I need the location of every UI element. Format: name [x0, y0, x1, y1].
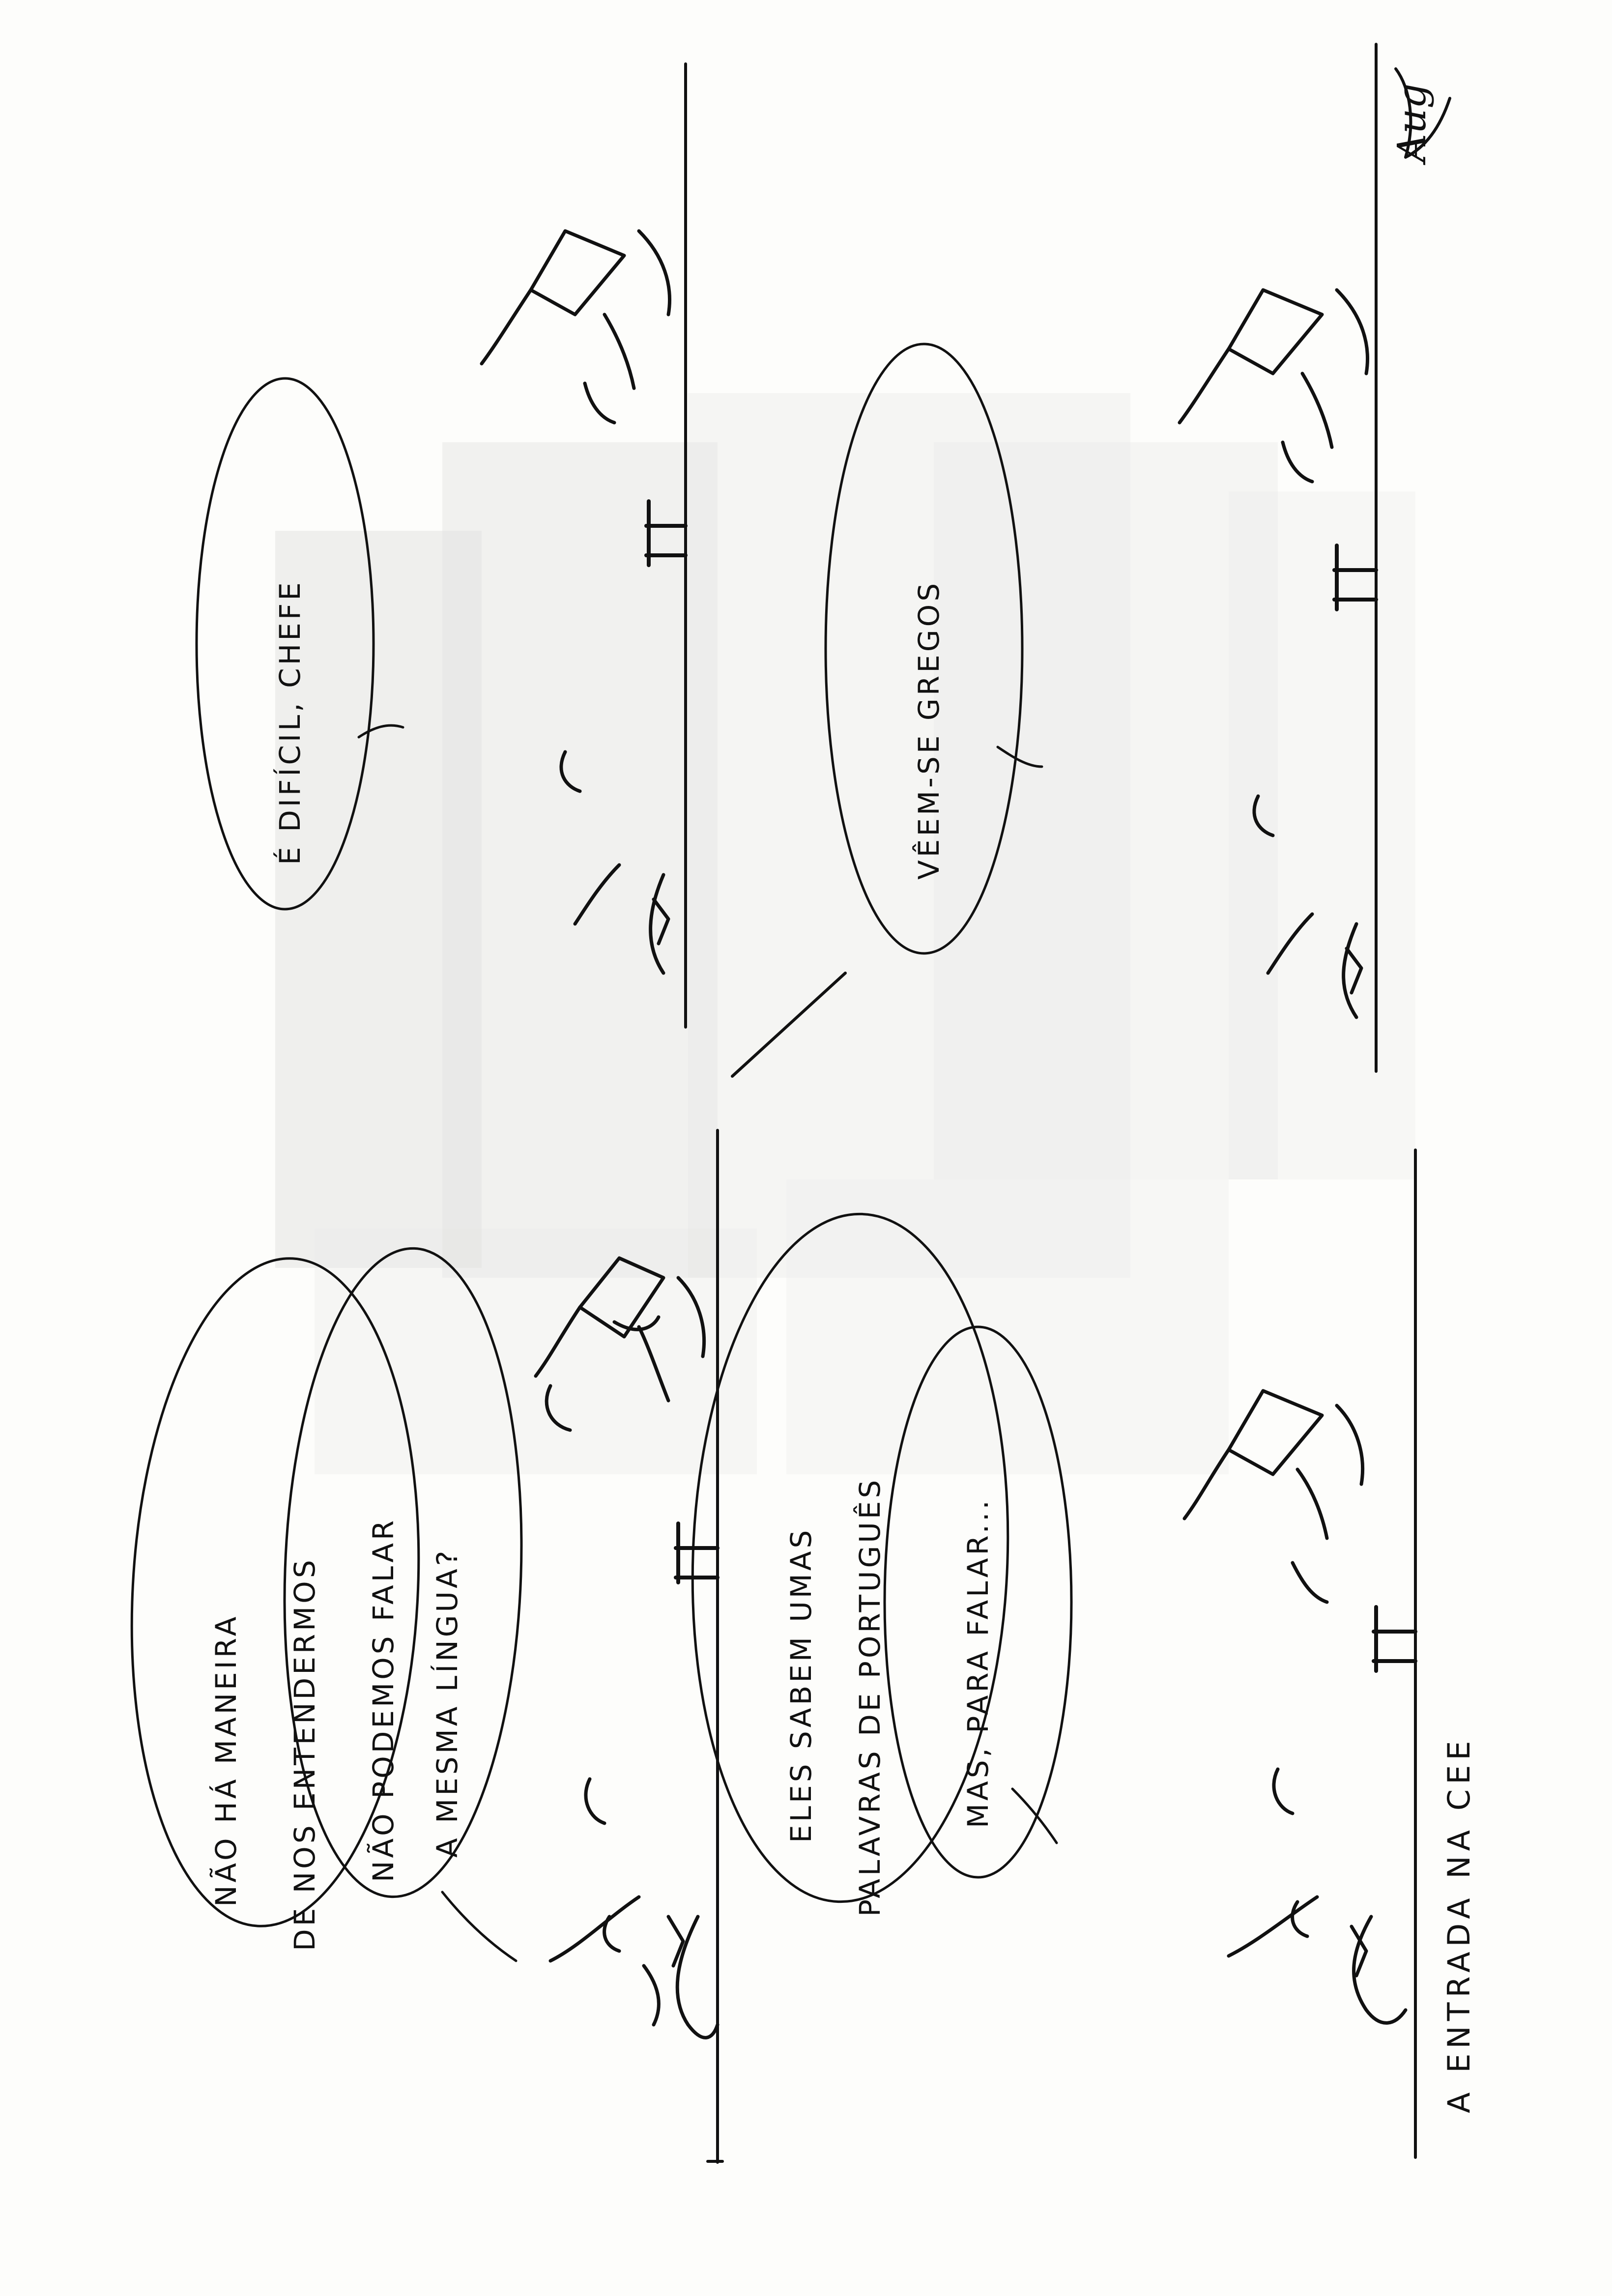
speech-bubble: NÃO PODEMOS FALAR A MESMA LÍNGUA? [283, 1247, 523, 1962]
desk [1372, 1605, 1417, 1673]
man-with-paper-figure [534, 1256, 706, 1432]
speech-bubble: MAS, PARA FALAR... [883, 1325, 1073, 1879]
man-with-paper-figure [480, 229, 671, 425]
strip-caption: A ENTRADA NA CEE [1441, 1736, 1477, 2113]
chief-figure [1227, 1767, 1408, 2025]
speech-bubble: É DIFÍCIL, CHEFE [195, 377, 404, 911]
chief-figure [559, 750, 670, 975]
speech-bubble: VÊEM-SE GREGOS [824, 343, 1043, 955]
artist-signature: Aug [1389, 67, 1451, 166]
speech-line: A MESMA LÍNGUA? [430, 1548, 464, 1858]
speech-line: VÊEM-SE GREGOS [912, 580, 946, 880]
desk [674, 1521, 720, 1584]
chief-figure [1252, 794, 1363, 1019]
photocopy-smudge [275, 393, 1415, 1474]
man-with-paper-figure [1182, 1389, 1364, 1604]
speech-line: NÃO HÁ MANEIRA [209, 1614, 243, 1907]
panel-borders [684, 43, 1417, 2164]
speech-line: ELES SABEM UMAS [784, 1527, 818, 1843]
speech-line: DE NOS ENTENDERMOS [288, 1557, 321, 1951]
panel-1: NÃO HÁ MANEIRA DE NOS ENTENDERMOS NÃO PO… [130, 1247, 720, 2039]
desk [1332, 544, 1378, 611]
speech-line: NÃO PODEMOS FALAR [366, 1518, 400, 1882]
speech-bubble: NÃO HÁ MANEIRA DE NOS ENTENDERMOS [130, 1257, 420, 1951]
panel-2: É DIFÍCIL, CHEFE [195, 229, 688, 975]
speech-line: PALAVRAS DE PORTUGUÊS [853, 1477, 887, 1917]
panel-4: VÊEM-SE GREGOS [824, 288, 1378, 1019]
speech-line: MAS, PARA FALAR... [961, 1497, 995, 1828]
speech-bubble: ELES SABEM UMAS PALAVRAS DE PORTUGUÊS [691, 1212, 1009, 1917]
panel-3: ELES SABEM UMAS PALAVRAS DE PORTUGUÊS MA… [691, 1212, 1417, 2025]
man-with-paper-figure [1178, 288, 1369, 484]
desk [644, 499, 688, 567]
chief-figure [548, 1777, 720, 2039]
speech-line: É DIFÍCIL, CHEFE [273, 579, 307, 865]
